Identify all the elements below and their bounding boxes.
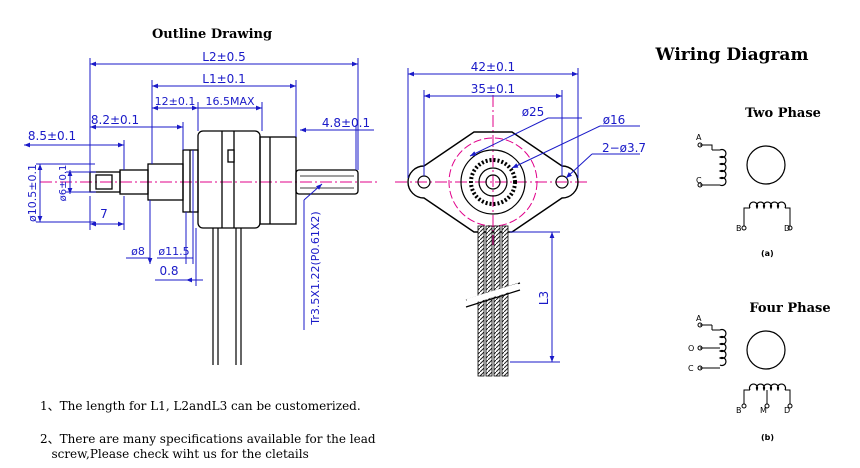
dim-screw-thread: Tr3.5X1.22(P0.61X2): [309, 211, 322, 325]
outline-drawing: Outline Drawing: [24, 27, 380, 365]
coil-bd: [748, 201, 787, 210]
label-D-b: D: [784, 406, 790, 415]
four-phase-diagram: Four Phase A O C B M D (b): [688, 301, 831, 442]
dim-phi-6: ø6±0.1: [58, 165, 69, 202]
front-dimension-labels: 42±0.1 35±0.1 ø25 ø16 2−ø3.7 L3: [471, 60, 646, 305]
boss-inner: [478, 167, 508, 197]
side-leads: [212, 228, 242, 365]
dim-L3: L3: [537, 291, 551, 305]
label-A-a: A: [696, 133, 702, 142]
dim-phi-25: ø25: [522, 105, 545, 119]
label-C-a: C: [696, 176, 702, 185]
dim-4-8: 4.8±0.1: [322, 116, 370, 130]
label-A-b: A: [696, 314, 702, 323]
label-B-a: B: [736, 224, 742, 233]
gear-teeth: [469, 158, 517, 206]
label-D-a: D: [784, 224, 790, 233]
dim-L1: L1±0.1: [202, 72, 245, 86]
wiring-diagram: Wiring Diagram Two Phase A C B D (a) Fou: [655, 45, 831, 442]
boss-outer: [460, 149, 526, 215]
dim-42: 42±0.1: [471, 60, 515, 74]
dim-8-5: 8.5±0.1: [28, 129, 76, 143]
motor-body: [89, 130, 359, 229]
label-B-b: B: [736, 406, 742, 415]
label-C-b: C: [688, 364, 694, 373]
wiring-title: Wiring Diagram: [655, 45, 809, 65]
side-dimension-labels: L2±0.5 L1±0.1 12±0.1 16.5MAX 8.2±0.1 8.5…: [26, 50, 370, 326]
dim-phi-10-5: ø10.5±0.1: [26, 164, 39, 222]
front-leads: [465, 225, 521, 377]
front-view: 42±0.1 35±0.1 ø25 ø16 2−ø3.7 L3: [395, 60, 646, 377]
two-phase-title: Two Phase: [745, 106, 821, 121]
side-dimension-lines: [24, 58, 374, 330]
dim-0-8: 0.8: [159, 264, 178, 278]
coil-aoc: [718, 328, 727, 367]
caption-b: (b): [761, 433, 774, 442]
rotor-circle-b: [746, 330, 786, 370]
label-M-b: M: [760, 406, 767, 415]
dim-7: 7: [100, 207, 108, 221]
four-phase-title: Four Phase: [749, 301, 830, 316]
dim-phi-16: ø16: [603, 113, 626, 127]
outline-title: Outline Drawing: [152, 27, 272, 42]
dim-35: 35±0.1: [471, 82, 515, 96]
two-phase-diagram: Two Phase A C B D (a): [696, 106, 821, 258]
dim-L2: L2±0.5: [202, 50, 245, 64]
dim-phi-8: ø8: [131, 245, 145, 258]
dim-8-2: 8.2±0.1: [91, 113, 139, 127]
rotor-circle-a: [746, 145, 786, 185]
label-O-b: O: [688, 344, 694, 353]
dim-holes: 2−ø3.7: [602, 141, 646, 155]
dim-phi-11-5: ø11.5: [158, 245, 189, 258]
dim-16-5max: 16.5MAX: [205, 95, 255, 108]
pitch-circle: [448, 137, 538, 227]
caption-a: (a): [761, 249, 774, 258]
note-1: 1、The length for L1, L2andL3 can be cust…: [40, 399, 361, 413]
flange-outline: [407, 131, 579, 233]
shaft-circle: [485, 174, 501, 190]
front-dimension-lines: [407, 68, 640, 363]
coil-bmd: [748, 383, 787, 392]
coil-ac: [718, 148, 727, 187]
dim-12: 12±0.1: [155, 95, 196, 108]
note-2: 2、There are many specifications availabl…: [40, 432, 376, 461]
